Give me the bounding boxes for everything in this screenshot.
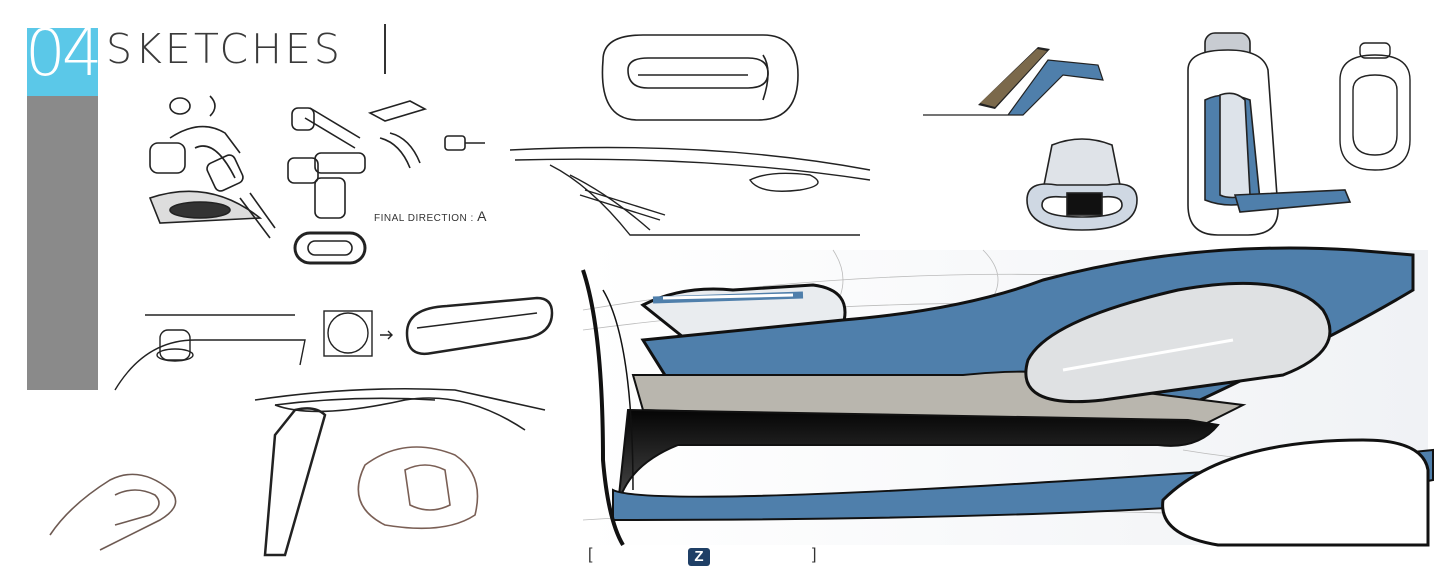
final-direction-label: FINAL DIRECTION :: [374, 213, 478, 224]
console-slot-sketch: [114, 314, 306, 391]
footer-bracket-right: ]: [812, 546, 817, 563]
interior-cabin-sketch: [254, 387, 546, 557]
footer-bracket-left: [: [588, 546, 593, 563]
final-direction-note: FINAL DIRECTION : A: [374, 208, 487, 224]
seat-sketch-icon: [1187, 32, 1352, 236]
phone-holder-sketch-icon: [923, 47, 1104, 116]
main-console-rendering: [581, 246, 1434, 547]
speaker-pod-sketch-icon: [1026, 138, 1138, 231]
door-handle-sketch-icon: [601, 34, 799, 121]
section-number: 04: [27, 28, 98, 91]
side-panel-bar: [27, 96, 98, 390]
shape-study-sketch: [323, 296, 554, 357]
brand-logo-icon: Z: [688, 548, 710, 566]
armrest-outline-sketch: [49, 473, 177, 551]
section-number-block: 04: [27, 28, 98, 96]
seat-top-view-sketch: [1339, 42, 1411, 171]
page-title: SKETCHES: [106, 25, 343, 73]
title-divider: [384, 24, 386, 74]
final-direction-letter: A: [477, 208, 487, 224]
dashboard-line-sketch: [509, 146, 871, 236]
concept-sketches-cluster: [148, 95, 485, 265]
